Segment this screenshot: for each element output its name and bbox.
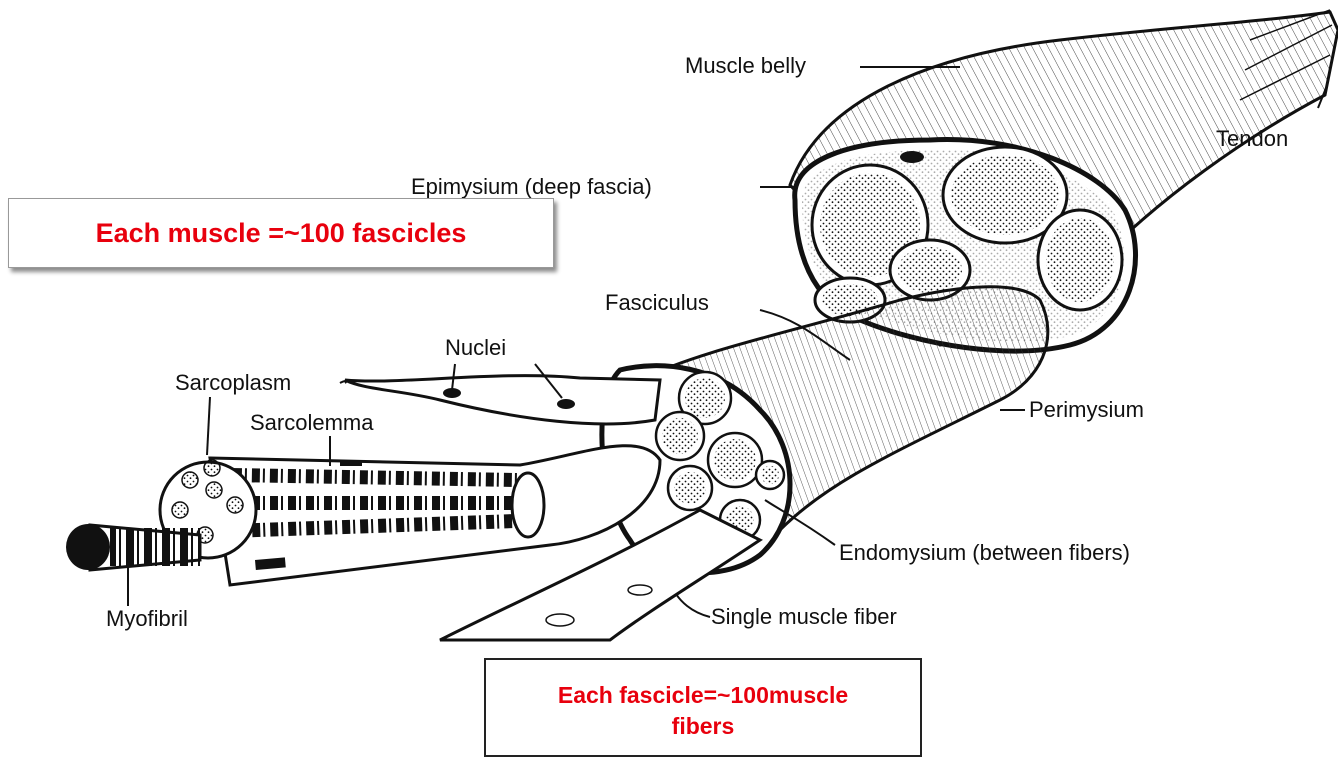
callout-muscle-text: Each muscle =~100 fascicles — [96, 218, 467, 249]
label-muscle-belly: Muscle belly — [685, 55, 806, 77]
label-sarcolemma: Sarcolemma — [250, 412, 373, 434]
label-sarcoplasm: Sarcoplasm — [175, 372, 291, 394]
label-perimysium: Perimysium — [1029, 399, 1144, 421]
label-fasciculus: Fasciculus — [605, 292, 709, 314]
label-nuclei: Nuclei — [445, 337, 506, 359]
label-myofibril: Myofibril — [106, 608, 188, 630]
label-single-muscle-fiber: Single muscle fiber — [711, 606, 897, 628]
callout-muscle-fascicles: Each muscle =~100 fascicles — [8, 198, 554, 268]
myofibril — [66, 524, 200, 570]
nuclei-fiber-flap — [345, 376, 660, 424]
callout-fascicle-fibers: Each fascicle=~100muscle fibers — [484, 658, 922, 757]
label-tendon: Tendon — [1216, 128, 1288, 150]
label-endomysium: Endomysium (between fibers) — [839, 542, 1130, 564]
callout-fascicle-text: Each fascicle=~100muscle fibers — [553, 680, 853, 742]
label-epimysium: Epimysium (deep fascia) — [411, 176, 652, 198]
